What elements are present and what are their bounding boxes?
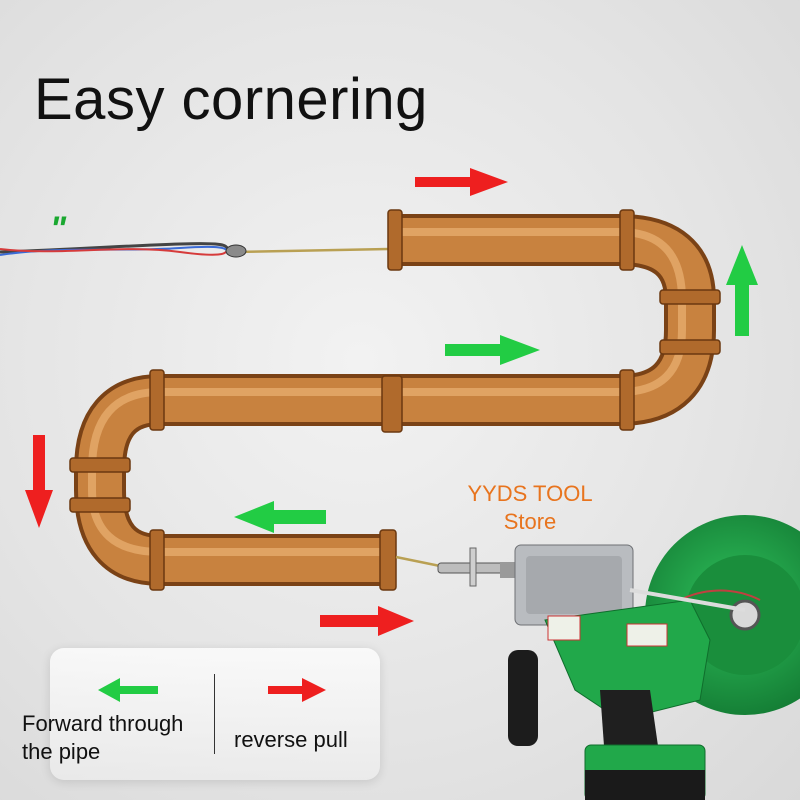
store-name: YYDS TOOL <box>467 481 593 506</box>
legend-forward-label: Forward through the pipe <box>22 711 184 764</box>
store-label: Store <box>503 509 557 534</box>
forward-arrow-icon <box>445 335 540 365</box>
forward-arrow-icon <box>726 245 758 336</box>
svg-text:": " <box>50 210 67 248</box>
reverse-arrow-icon <box>25 435 53 528</box>
pipe-flanges <box>69 209 721 591</box>
reverse-arrow-icon <box>268 678 326 702</box>
legend-divider <box>214 674 215 754</box>
reverse-arrow-icon <box>320 606 414 636</box>
reverse-arrows <box>25 168 508 636</box>
page-title: Easy cornering <box>34 67 428 132</box>
wire-puller-machine-icon <box>437 515 800 800</box>
reverse-arrow-icon <box>415 168 508 196</box>
legend-box: Forward through the pipe reverse pull <box>22 648 380 780</box>
legend-reverse-label: reverse pull <box>234 727 348 752</box>
legend-arrows <box>98 678 326 702</box>
forward-arrows <box>234 245 758 533</box>
store-watermark: YYDS TOOL Store <box>440 480 620 536</box>
wire-cable: " <box>0 210 391 258</box>
forward-arrow-icon <box>234 501 326 533</box>
forward-arrow-icon <box>98 678 158 702</box>
